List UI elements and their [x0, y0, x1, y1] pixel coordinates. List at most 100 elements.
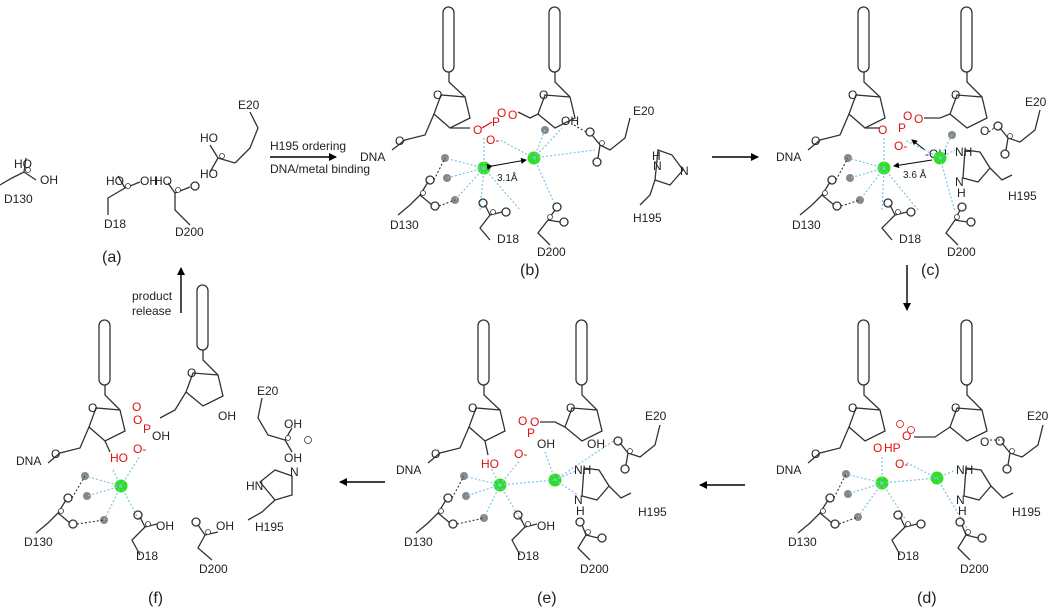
- residue-label-h195: H195: [633, 211, 662, 225]
- water: [462, 492, 470, 500]
- atom-label: O: [980, 124, 989, 138]
- dna-label: DNA: [776, 150, 801, 164]
- atom-label: O-: [514, 447, 527, 461]
- atom-label: O: [530, 415, 539, 429]
- residue-d18-a: HO OH D18: [104, 174, 158, 231]
- nucleobase: [196, 284, 209, 351]
- atom-label: O: [811, 447, 820, 461]
- nucleobase: [98, 319, 111, 386]
- nucleobase: [575, 319, 588, 386]
- residue-label-d18: D18: [497, 232, 519, 246]
- water: [83, 492, 91, 500]
- dna-label: DNA: [360, 150, 385, 164]
- atom-label: O: [951, 401, 960, 415]
- panel-e: O O O DNA HO P O O OH O- OH D130 OH D18: [396, 319, 667, 607]
- atom-label: O: [88, 401, 97, 415]
- atom-label: O: [395, 134, 404, 148]
- atom-label: O: [497, 106, 506, 120]
- atom-label: O: [902, 429, 911, 443]
- atom-label: OH: [156, 519, 174, 533]
- atom-label: N: [653, 159, 662, 173]
- residue-label-h195: H195: [1012, 505, 1041, 519]
- transition-f-a: product release: [132, 267, 185, 318]
- residue-label-d18: D18: [104, 217, 126, 231]
- residue-label-d200: D200: [199, 562, 228, 576]
- residue-label-d200: D200: [537, 245, 566, 259]
- panel-c: O O O DNA O P O O O- -OH O 3.6 Å D130: [776, 6, 1047, 279]
- residue-label-d130: D130: [792, 218, 821, 232]
- atom-label: O: [914, 112, 923, 126]
- atom-label: HO: [110, 451, 128, 465]
- residue-label-e20: E20: [238, 98, 260, 112]
- phosphorus-label: P: [492, 115, 500, 129]
- residue-label-d130: D130: [788, 535, 817, 549]
- distance-label: 3.1Å: [497, 171, 518, 184]
- atom-label: OH: [216, 519, 234, 533]
- residue-d130-a: HO OH D130: [0, 157, 58, 206]
- atom-label: N: [574, 493, 583, 507]
- water: [541, 126, 549, 134]
- transition-label: H195 ordering: [270, 139, 346, 153]
- water: [443, 174, 451, 182]
- atom-label: OH: [537, 519, 555, 533]
- atom-label: H: [957, 186, 966, 200]
- atom-label: O: [903, 109, 912, 123]
- atom-label: OH: [218, 409, 236, 423]
- residue-label-d200: D200: [175, 225, 204, 239]
- atom-label: H: [652, 149, 661, 163]
- residue-label-d200: D200: [947, 245, 976, 259]
- residue-e20-a: HO HO E20: [200, 98, 260, 181]
- panel-b: O O O DNA O P O O O- OH 3.1Å D130: [360, 6, 689, 279]
- atom-label: O: [473, 123, 482, 137]
- atom-label: O-: [486, 133, 499, 147]
- nucleobase: [442, 6, 455, 73]
- residue-label-d130: D130: [24, 535, 53, 549]
- residue-label-e20: E20: [1027, 409, 1049, 423]
- atom-label: O: [187, 366, 196, 380]
- atom-label: HO: [14, 157, 32, 171]
- residue-label-e20: E20: [633, 104, 655, 118]
- atom-label: N: [955, 175, 964, 189]
- residue-d200-a: HO D200: [154, 174, 204, 239]
- atom-label: OH: [140, 174, 158, 188]
- atom-label: H: [958, 504, 967, 518]
- residue-label-e20: E20: [645, 409, 667, 423]
- nucleobase: [960, 6, 973, 73]
- residue-label-d18: D18: [897, 549, 919, 563]
- atom-label: O: [848, 88, 857, 102]
- atom-label: HO: [481, 457, 499, 471]
- atom-label: HO: [200, 167, 218, 181]
- atom-label: O: [539, 88, 548, 102]
- atom-label: O: [951, 88, 960, 102]
- atom-label: HN: [246, 479, 263, 493]
- atom-label: O: [133, 413, 142, 427]
- panel-d: O O O DNA O HP O O- O D130 D18: [776, 319, 1049, 607]
- atom-label: O: [468, 401, 477, 415]
- atom-label: NH: [955, 145, 972, 159]
- atom-label: N: [680, 164, 689, 178]
- transition-label: product: [132, 289, 173, 303]
- transition-label: DNA/metal binding: [270, 162, 370, 176]
- residue-label-h195: H195: [255, 520, 284, 534]
- atom-label: O: [848, 401, 857, 415]
- atom-label: OH: [284, 451, 302, 465]
- residue-label-h195: H195: [638, 505, 667, 519]
- atom-label: OH: [537, 437, 555, 451]
- dna-label: DNA: [396, 463, 421, 477]
- residue-label-d130: D130: [390, 218, 419, 232]
- panel-label-c: (c): [921, 262, 940, 279]
- atom-label: O-: [133, 442, 146, 456]
- atom-label: N: [956, 493, 965, 507]
- nucleobase: [548, 6, 561, 73]
- atom-label: O: [873, 441, 882, 455]
- residue-label-d200: D200: [960, 562, 989, 576]
- water: [100, 516, 108, 524]
- atom-label: NH: [574, 463, 591, 477]
- residue-label-e20: E20: [257, 384, 279, 398]
- water: [844, 490, 852, 498]
- nucleobase: [477, 319, 490, 386]
- residue-label-d18: D18: [517, 549, 539, 563]
- atom-label: O: [508, 108, 517, 122]
- atom-label: OH: [40, 173, 58, 187]
